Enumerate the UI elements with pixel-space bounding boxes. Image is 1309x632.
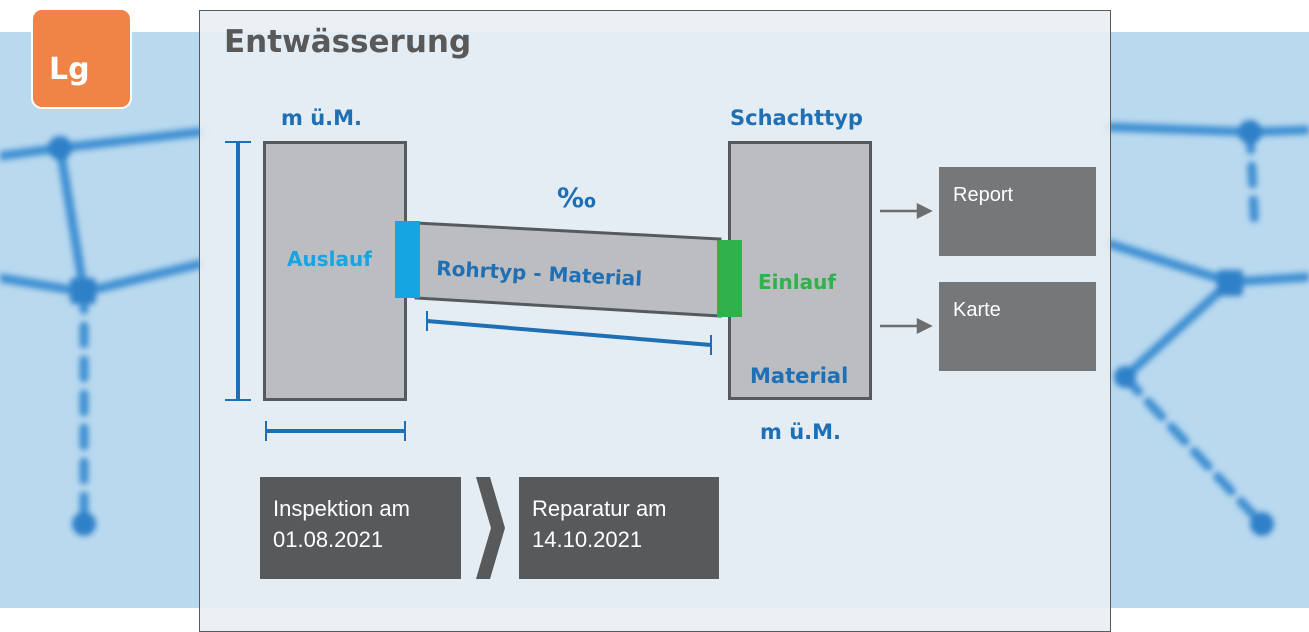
report-button[interactable]: Report (939, 167, 1096, 256)
app-badge: Lg (33, 10, 130, 107)
manhole-type-label: Schachttyp (730, 106, 863, 130)
inspection-step[interactable]: Inspektion am 01.08.2021 (260, 477, 461, 579)
pipe-length-line (426, 319, 712, 347)
outlet-label: Auslauf (287, 247, 372, 271)
badge-label: Lg (49, 52, 90, 87)
inspection-date: 01.08.2021 (273, 527, 384, 552)
inlet-label: Einlauf (758, 270, 837, 294)
map-button-label: Karte (953, 299, 1001, 321)
report-button-label: Report (953, 184, 1014, 206)
arrow-icons (880, 202, 933, 335)
slope-label: ‰ (557, 183, 596, 214)
outlet-connector (395, 221, 420, 298)
chevron-right-icon (476, 477, 505, 579)
inlet-connector (717, 240, 742, 317)
map-button[interactable]: Karte (939, 282, 1096, 371)
network-map-graphic (0, 120, 1309, 536)
inspection-line1: Inspektion am (273, 496, 410, 521)
left-elevation-label: m ü.M. (281, 106, 362, 130)
repair-line1: Reparatur am (532, 496, 667, 521)
page-title: Entwässerung (224, 24, 472, 60)
manhole-material-label: Material (750, 364, 849, 388)
repair-step[interactable]: Reparatur am 14.10.2021 (519, 477, 719, 579)
inlet-manhole (728, 141, 872, 400)
repair-date: 14.10.2021 (532, 527, 643, 552)
bottom-elevation-label: m ü.M. (760, 420, 841, 444)
